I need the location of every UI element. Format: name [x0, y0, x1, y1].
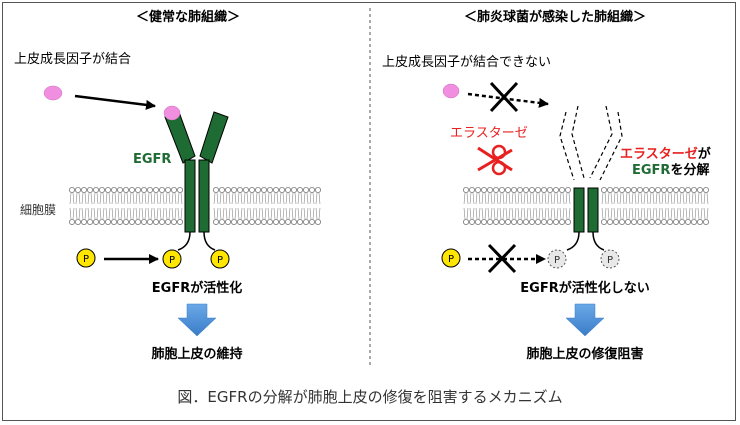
figure-frame: [2, 2, 736, 421]
egfr-activated-label: EGFRが活性化: [152, 280, 242, 296]
egfr-label: EGFR: [133, 152, 171, 167]
svg-text:P: P: [554, 255, 560, 266]
down-arrow-left: [177, 303, 217, 337]
elastase-degrades-egfr-note: エラスターゼが: [620, 146, 711, 162]
egf-cannot-bind-label: 上皮成長因子が結合できない: [382, 55, 551, 70]
svg-text:P: P: [448, 254, 454, 265]
cell-membrane-label: 細胞膜: [20, 203, 56, 217]
block-x-mark-2: [487, 243, 517, 274]
svg-text:P: P: [169, 255, 175, 266]
egfr-not-activated-label: EGFRが活性化しない: [520, 280, 649, 296]
figure-caption: 図．EGFRの分解が肺胞上皮の修復を阻害するメカニズム: [177, 388, 562, 406]
down-arrow-right: [565, 303, 605, 337]
elastase-label: エラスターゼ: [450, 126, 528, 141]
phosphate-free-right: P: [441, 248, 461, 268]
binding-arrow: [74, 94, 156, 110]
phosphate-bound-2: P: [210, 249, 230, 269]
egf-binding-label: 上皮成長因子が結合: [14, 52, 131, 67]
phosphate-free: P: [76, 248, 96, 268]
egf-ligand-free-right: [442, 83, 460, 99]
phosphate-site-empty-1: P: [547, 249, 567, 269]
svg-text:P: P: [217, 255, 223, 266]
egf-ligand-free: [43, 85, 63, 101]
egfr-degraded-outline: [559, 105, 623, 181]
egf-ligand-bound: [163, 105, 181, 121]
cell-membrane-left: [69, 186, 321, 225]
right-panel-header: ＜肺炎球菌が感染した肺組織＞: [464, 9, 646, 25]
phosphate-site-empty-2: P: [600, 249, 620, 269]
svg-text:P: P: [83, 254, 89, 265]
cell-membrane-right: [462, 186, 710, 225]
egfr-receptor-left: [164, 111, 229, 251]
svg-text:P: P: [607, 255, 613, 266]
elastase-degrades-egfr-note-line2: EGFRを分解: [632, 162, 709, 178]
block-x-mark-1: [489, 81, 519, 113]
alveolar-maintenance-label: 肺胞上皮の維持: [151, 346, 242, 362]
egfr-receptor-cleaved: [566, 187, 605, 251]
left-panel-header: ＜健常な肺組織＞: [136, 9, 240, 25]
repair-inhibited-label: 肺胞上皮の修復阻害: [526, 346, 643, 362]
phosphate-bound-1: P: [162, 249, 182, 269]
scissors-icon: [477, 144, 513, 176]
